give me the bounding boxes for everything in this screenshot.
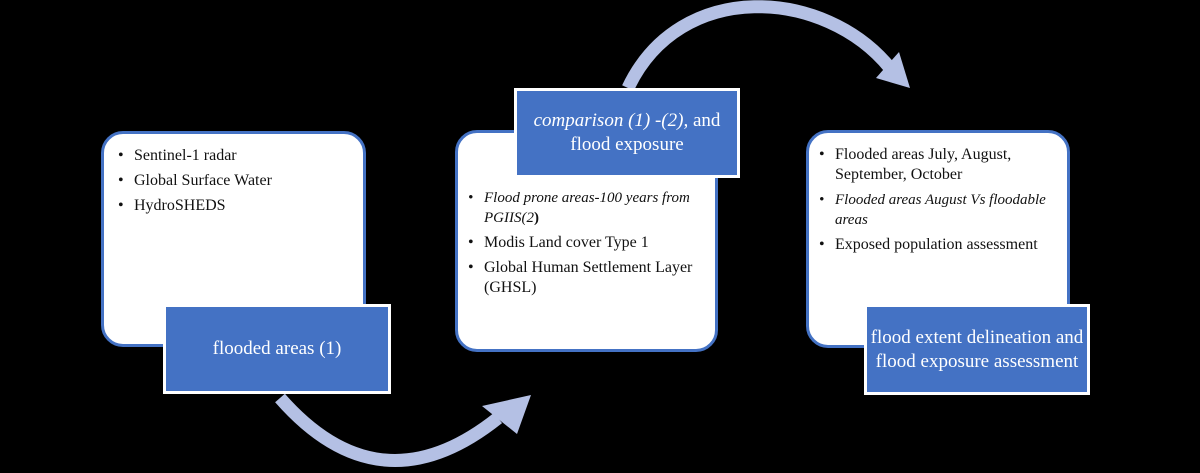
- step2-source-list: Flood prone areas-100 years from PGIIS(2…: [464, 188, 716, 303]
- list-item: Flooded areas August Vs floodable areas: [815, 190, 1067, 230]
- step1-label-box: flooded areas (1): [163, 304, 391, 394]
- list-item: Flooded areas July, August, September, O…: [815, 145, 1067, 185]
- list-item: Global Surface Water: [114, 171, 359, 191]
- step2-label-italic: comparison (1) -(2),: [533, 110, 689, 131]
- step2-label-box: comparison (1) -(2), and flood exposure: [514, 88, 740, 178]
- flood-prone-text: Flood prone areas-100 years from PGIIS(2: [484, 190, 690, 226]
- curved-arrow-2-to-3: [622, 0, 896, 91]
- arrowhead-1: [482, 395, 531, 434]
- list-item: Modis Land cover Type 1: [464, 233, 716, 253]
- step3-label: flood extent delineation and flood expos…: [870, 326, 1084, 372]
- step2-label-rest: and flood exposure: [570, 110, 721, 155]
- step2-label: comparison (1) -(2), and flood exposure: [517, 109, 737, 157]
- step3-label-box: flood extent delineation and flood expos…: [864, 304, 1090, 395]
- list-item: Sentinel-1 radar: [114, 146, 359, 166]
- curved-arrow-1-to-2: [275, 393, 503, 467]
- list-item: Flood prone areas-100 years from PGIIS(2…: [464, 188, 716, 228]
- step1-label: flooded areas (1): [212, 338, 342, 359]
- list-item: Exposed population assessment: [815, 235, 1067, 255]
- step1-source-list: Sentinel-1 radar Global Surface Water Hy…: [114, 146, 359, 221]
- list-item: HydroSHEDS: [114, 196, 359, 216]
- flood-prone-close: ): [533, 210, 539, 226]
- arrowhead-2: [876, 52, 910, 88]
- list-item: Global Human Settlement Layer (GHSL): [464, 258, 716, 298]
- step3-card: Flooded areas July, August, September, O…: [806, 130, 1070, 348]
- step3-output-list: Flooded areas July, August, September, O…: [815, 145, 1067, 260]
